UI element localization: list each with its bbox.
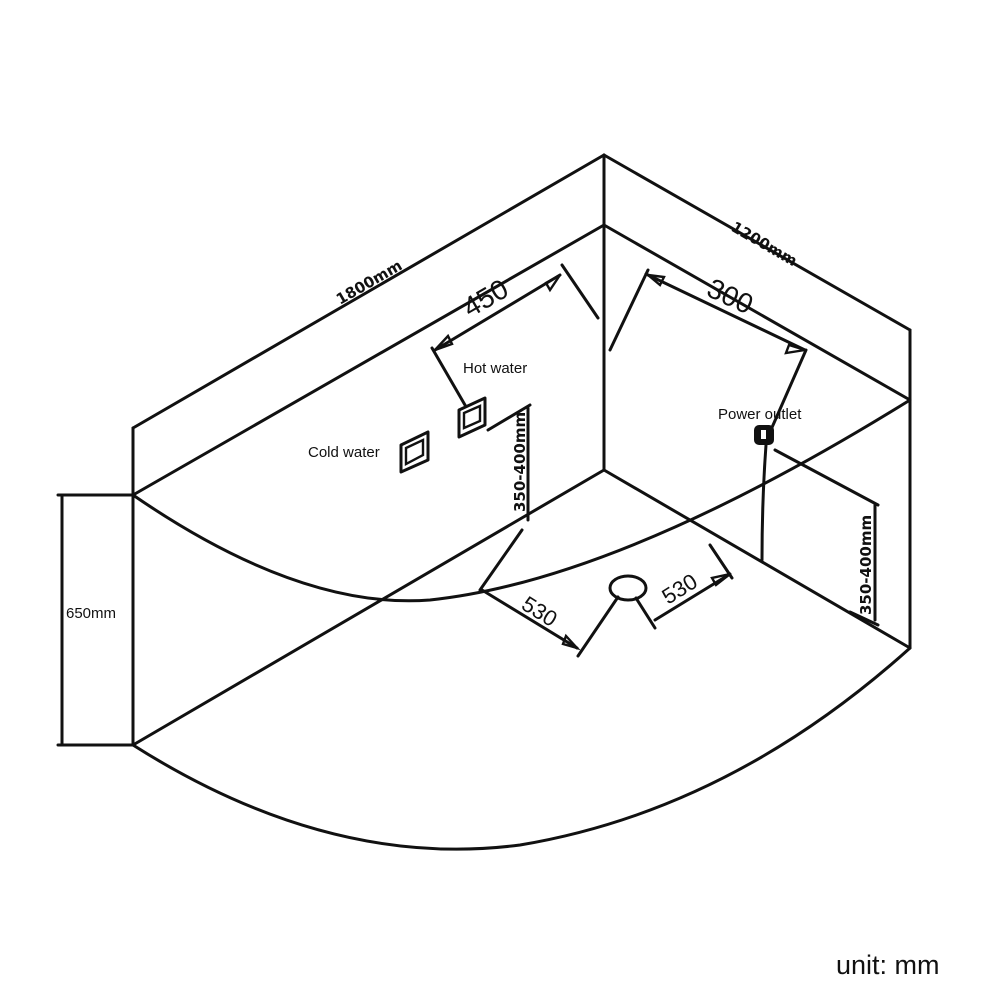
left-pipe-height-dimension xyxy=(486,403,532,522)
width-dimension-line xyxy=(602,153,912,402)
drain-right-label: 530 xyxy=(657,569,701,610)
power-offset-dimension xyxy=(608,268,808,434)
tub-outline xyxy=(131,223,912,851)
drain-left-label: 530 xyxy=(517,591,561,632)
width-label: 1200mm xyxy=(728,218,800,270)
height-dimension-line xyxy=(56,493,135,747)
power-outlet-icon xyxy=(754,425,774,562)
length-dimension-line xyxy=(131,153,606,497)
unit-note: unit: mm xyxy=(836,950,940,980)
right-pipe-height-dimension xyxy=(773,448,880,627)
drain-icon xyxy=(608,574,648,602)
drain-right-dimension xyxy=(634,543,734,630)
height-label: 650mm xyxy=(66,605,116,622)
drain-left-dimension xyxy=(478,528,620,658)
left-pipe-height-label: 350-400mm xyxy=(511,412,529,512)
right-pipe-height-label: 350-400mm xyxy=(857,515,875,615)
length-label: 1800mm xyxy=(333,256,405,308)
cold-water-label: Cold water xyxy=(308,444,380,461)
cold-water-outlet-icon xyxy=(399,430,430,474)
hot-water-label: Hot water xyxy=(463,360,527,377)
hot-water-outlet-icon xyxy=(457,396,487,439)
hot-water-offset-dimension xyxy=(430,263,600,407)
power-offset-label: 300 xyxy=(702,272,757,320)
power-outlet-label: Power outlet xyxy=(718,406,802,423)
